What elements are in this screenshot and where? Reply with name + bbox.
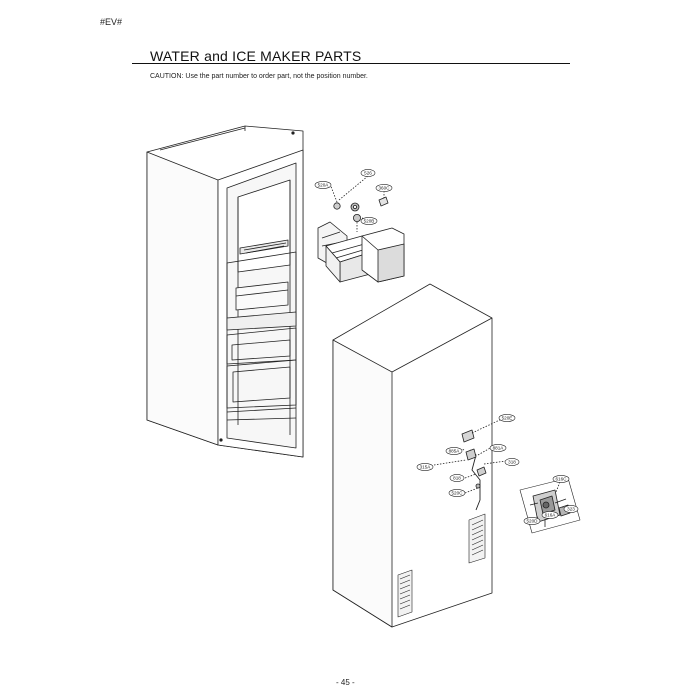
callout-323: 323 [567,507,575,512]
callout-520d: 520D [527,519,539,524]
page-title: WATER and ICE MAKER PARTS [150,48,362,64]
rear-vent-grille [397,513,486,618]
callout-520c: 520C [452,491,464,496]
callout-labels: 526 520A 360C 520B 520E 885A 881A 315A 3… [314,169,579,525]
ice-maker-assembly [317,175,405,283]
model-tag: #EV# [100,17,123,27]
callout-881a: 881A [493,446,505,451]
callout-318: 318 [508,460,516,465]
callout-616c: 616C [556,477,568,482]
callout-315a: 315A [420,465,432,470]
callout-520b: 520B [364,219,375,224]
caution-note: CAUTION: Use the part number to order pa… [150,73,368,80]
callout-616a: 616A [545,513,557,518]
callout-526: 526 [364,171,372,176]
title-underline [132,63,570,64]
callout-885a: 885A [449,449,461,454]
page-number: - 45 - [336,678,355,687]
refrigerator-cabinet-rear [332,283,507,628]
refrigerator-cabinet-open [146,125,304,458]
callout-520a: 520A [318,183,330,188]
callout-818: 818 [453,476,461,481]
callout-520e: 520E [502,416,513,421]
callout-360c: 360C [379,186,391,191]
